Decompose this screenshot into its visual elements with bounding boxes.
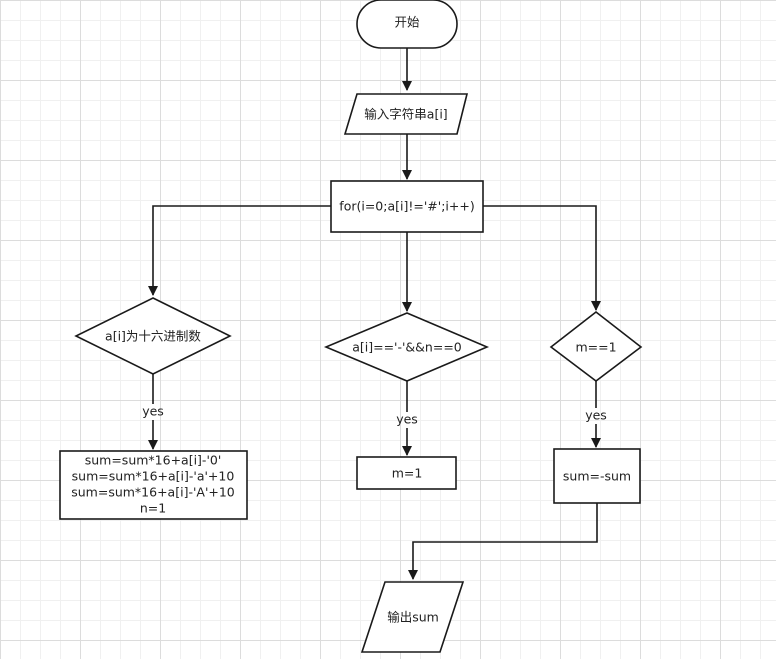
hex-check-diamond <box>74 297 232 375</box>
input-label: 输入字符串a[i] <box>364 107 447 122</box>
edge-neg-to-output <box>408 503 598 580</box>
input-parallelogram <box>343 93 469 135</box>
m-assign-label: m=1 <box>392 466 423 481</box>
start-terminal <box>356 0 458 49</box>
m-check-diamond <box>549 310 643 383</box>
loop-label: for(i=0;a[i]!='#';i++) <box>339 199 474 214</box>
negate-sum-label: sum=-sum <box>563 469 631 484</box>
hex-check-label: a[i]为十六进制数 <box>105 329 201 344</box>
output-label: 输出sum <box>387 610 439 625</box>
m-check-label: m==1 <box>575 340 616 355</box>
minus-check-label: a[i]=='-'&&n==0 <box>352 340 462 355</box>
sum-line-4: n=1 <box>140 501 166 516</box>
edge-label-yes-middle: yes <box>396 412 418 427</box>
edge-label-yes-left: yes <box>142 404 164 419</box>
sum-line-3: sum=sum*16+a[i]-'A'+10 <box>71 485 235 500</box>
negate-sum-box <box>553 448 641 504</box>
loop-process-box <box>330 180 484 233</box>
edge-loop-to-m-check <box>483 205 601 311</box>
edge-label-yes-right: yes <box>585 408 607 423</box>
sum-line-2: sum=sum*16+a[i]-'a'+10 <box>72 469 235 484</box>
output-parallelogram <box>360 581 465 653</box>
start-label: 开始 <box>394 15 420 30</box>
m-assign-box <box>356 456 457 490</box>
sum-process-box <box>59 450 248 520</box>
edge-loop-to-hex-check <box>148 205 331 296</box>
minus-check-diamond <box>323 312 490 382</box>
sum-line-1: sum=sum*16+a[i]-'0' <box>85 453 222 468</box>
